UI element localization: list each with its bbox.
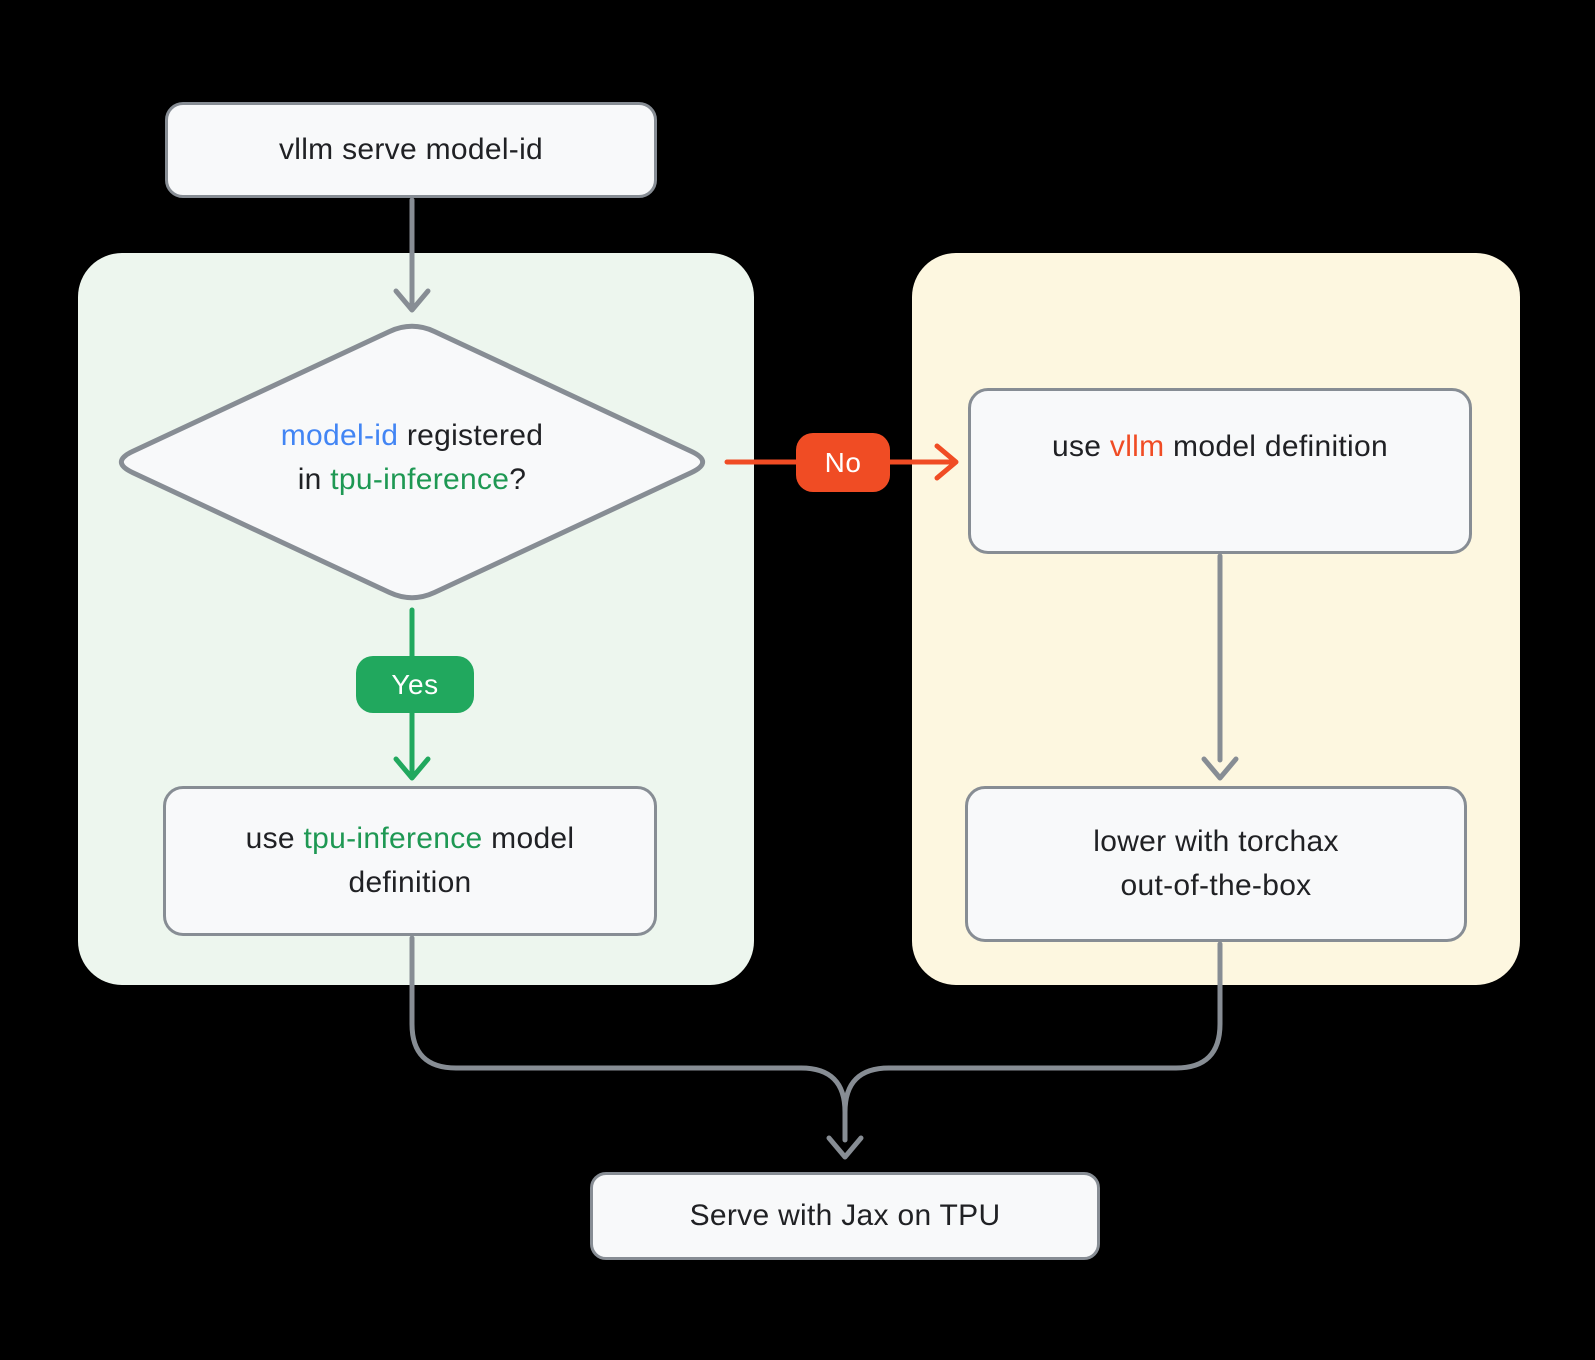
tpu-inference-model-box: use tpu-inference model definition xyxy=(163,786,657,936)
decision-text-line1: model-id registered xyxy=(280,419,544,452)
merge-line-right xyxy=(842,941,1223,1115)
tpu-inference-model-box-line2: definition xyxy=(348,866,472,899)
yes-arrow-head xyxy=(393,756,431,781)
no-badge-label: No xyxy=(824,446,862,478)
tpu-inference-model-box-line1: use tpu-inference model xyxy=(245,822,575,855)
arrow-vllm-to-torchax-head xyxy=(1201,756,1239,781)
decision-text-line2: in tpu-inference? xyxy=(297,463,527,496)
end-node-label: Serve with Jax on TPU xyxy=(689,1199,1001,1232)
start-node: vllm serve model-id xyxy=(165,102,657,198)
yes-badge: Yes xyxy=(356,656,474,713)
vllm-model-box-line: use vllm model definition xyxy=(1051,430,1388,463)
merge-line-left xyxy=(409,935,848,1143)
torchax-box-line1: lower with torchax xyxy=(1093,825,1339,858)
yes-badge-label: Yes xyxy=(391,668,439,700)
arrow-start-to-decision-head xyxy=(393,288,431,313)
torchax-box: lower with torchax out-of-the-box xyxy=(965,786,1467,942)
decision-diamond xyxy=(118,323,706,601)
end-node: Serve with Jax on TPU xyxy=(590,1172,1100,1260)
merge-arrow-head xyxy=(826,1135,864,1160)
decision-node-text: model-id registered in tpu-inference? xyxy=(112,414,712,502)
start-node-label: vllm serve model-id xyxy=(278,133,544,166)
no-badge: No xyxy=(796,433,890,492)
torchax-box-line2: out-of-the-box xyxy=(1120,869,1312,902)
no-arrow-head xyxy=(934,443,959,481)
vllm-model-box: use vllm model definition xyxy=(968,388,1472,554)
